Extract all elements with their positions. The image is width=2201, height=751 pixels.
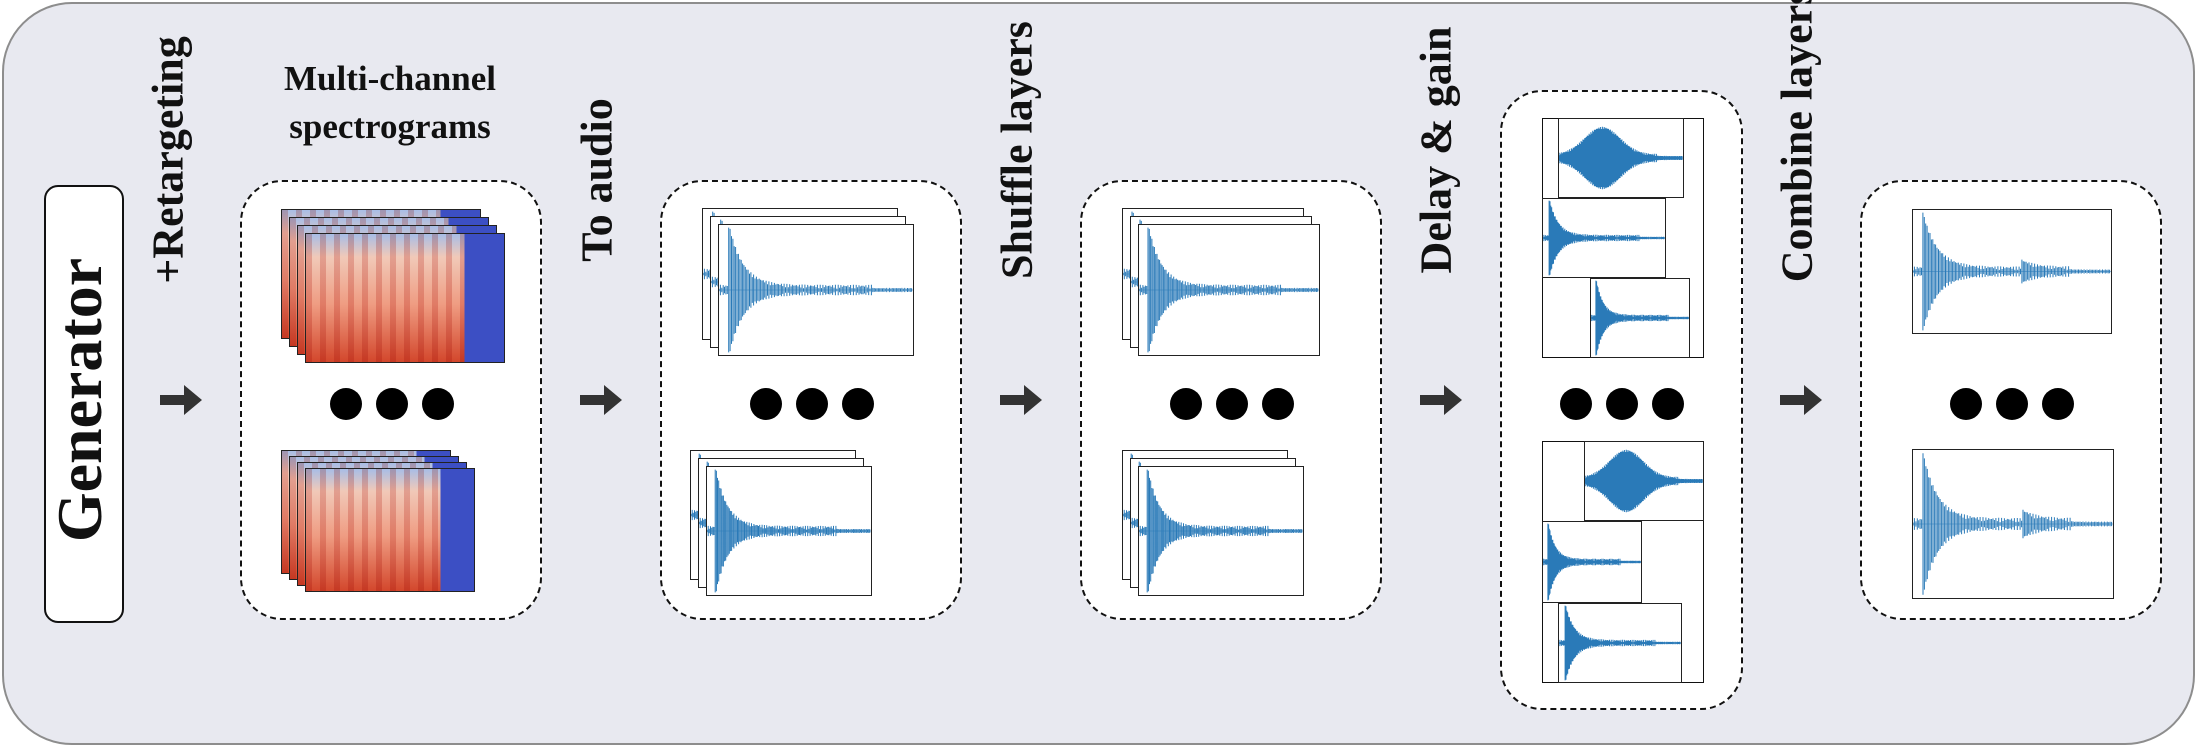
ellipsis-dot xyxy=(1652,388,1684,420)
waveform-graphic xyxy=(707,469,871,593)
audio-stage xyxy=(660,180,962,620)
to-audio-label: To audio xyxy=(572,98,622,262)
ellipsis-dot xyxy=(422,388,454,420)
waveform-trace xyxy=(1585,449,1703,513)
generator-box xyxy=(44,185,124,623)
spectrogram-card xyxy=(305,233,505,363)
arrow-icon xyxy=(1000,385,1042,415)
stage-title: Multi-channel spectrograms xyxy=(230,55,550,151)
ellipsis-dot xyxy=(1606,388,1638,420)
ellipsis-dot xyxy=(2042,388,2074,420)
combined-waveform-card xyxy=(1912,209,2112,334)
waveform-trace xyxy=(1591,280,1689,356)
waveform-trace xyxy=(1559,605,1681,681)
waveform-graphic xyxy=(1591,280,1689,356)
ellipsis-dot xyxy=(1996,388,2028,420)
waveform-trace xyxy=(1913,453,2113,595)
waveform-graphic xyxy=(1913,453,2113,595)
waveform-card xyxy=(1138,466,1304,596)
ellipsis-dot xyxy=(1262,388,1294,420)
title-line-2: spectrograms xyxy=(289,107,491,146)
ellipsis-dot xyxy=(1950,388,1982,420)
shuffle-layers-label: Shuffle layers xyxy=(992,21,1042,279)
arrow-icon xyxy=(160,385,202,415)
spectrogram-stage xyxy=(240,180,542,620)
delay-gain-stage xyxy=(1500,90,1743,710)
waveform-trace xyxy=(1543,523,1641,601)
waveform-graphic xyxy=(1585,449,1703,513)
ellipsis-dot xyxy=(1560,388,1592,420)
waveform-card xyxy=(718,224,914,356)
waveform-card xyxy=(1584,441,1704,521)
waveform-graphic xyxy=(1559,126,1683,190)
ellipsis-dot xyxy=(1170,388,1202,420)
delay-gain-label: Delay & gain xyxy=(1411,26,1461,274)
waveform-card xyxy=(1590,278,1690,358)
waveform-trace xyxy=(1559,126,1683,190)
waveform-trace xyxy=(1543,200,1665,276)
waveform-graphic xyxy=(719,227,913,353)
waveform-card xyxy=(1558,603,1682,683)
waveform-trace xyxy=(707,469,871,593)
ellipsis-dot xyxy=(842,388,874,420)
waveform-card xyxy=(1542,521,1642,603)
ellipsis-dot xyxy=(750,388,782,420)
shuffle-stage xyxy=(1080,180,1382,620)
retargeting-label: +Retargeting xyxy=(143,36,193,284)
spectrogram-card xyxy=(305,468,475,592)
ellipsis-dot xyxy=(1216,388,1248,420)
ellipsis-dot xyxy=(796,388,828,420)
waveform-card xyxy=(1138,224,1320,356)
waveform-trace xyxy=(1913,212,2111,331)
combine-stage xyxy=(1860,180,2162,620)
waveform-graphic xyxy=(1559,605,1681,681)
waveform-card xyxy=(1558,118,1684,198)
waveform-graphic xyxy=(1139,227,1319,353)
arrow-icon xyxy=(580,385,622,415)
waveform-card xyxy=(706,466,872,596)
combined-waveform-card xyxy=(1912,449,2114,599)
arrow-icon xyxy=(1780,385,1822,415)
waveform-graphic xyxy=(1543,523,1641,601)
waveform-trace xyxy=(1139,469,1303,593)
waveform-graphic xyxy=(1139,469,1303,593)
waveform-graphic xyxy=(1543,200,1665,276)
combine-layers-label: Combine layers xyxy=(1772,0,1822,283)
generator-label: Generator xyxy=(44,257,115,543)
waveform-graphic xyxy=(1913,212,2111,331)
waveform-card xyxy=(1542,198,1666,278)
waveform-trace xyxy=(719,227,913,353)
waveform-trace xyxy=(1139,227,1319,353)
title-line-1: Multi-channel xyxy=(284,59,496,98)
ellipsis-dot xyxy=(376,388,408,420)
ellipsis-dot xyxy=(330,388,362,420)
arrow-icon xyxy=(1420,385,1462,415)
